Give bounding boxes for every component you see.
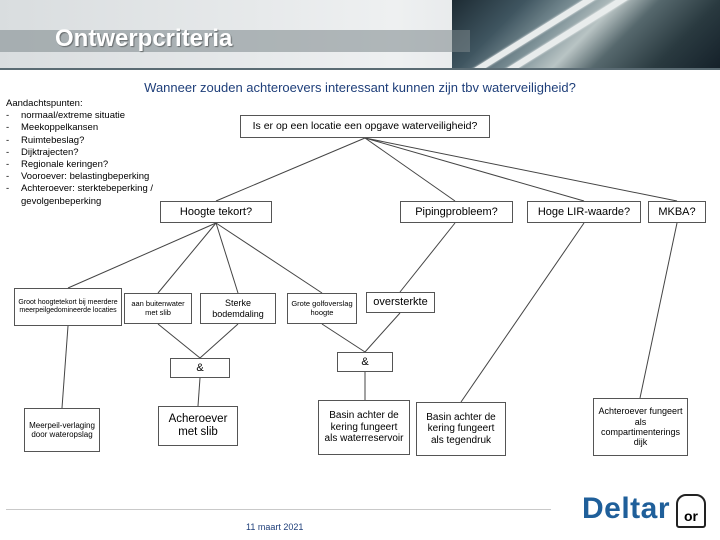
attention-item: -Regionale keringen? — [6, 159, 109, 171]
deltares-logo: Deltar — [582, 492, 671, 525]
connector — [197, 377, 201, 407]
node-mkba: MKBA? — [648, 201, 706, 223]
connector — [639, 222, 678, 399]
node-lir: Hoge LIR-waarde? — [527, 201, 641, 223]
attention-item: -Ruimtebeslag? — [6, 134, 85, 146]
node-meerpeilverlaging: Meerpeil-verlaging door wateropslag — [24, 408, 100, 452]
node-oversterkte: oversterkte — [366, 292, 435, 313]
header-photo — [452, 0, 720, 68]
connector — [364, 312, 401, 353]
attention-heading: Aandachtspunten: — [6, 98, 83, 109]
connector — [215, 222, 239, 294]
footer-date: 11 maart 2021 — [246, 522, 304, 532]
connector — [399, 222, 456, 293]
node-basin-tegendruk: Basin achter de kering fungeert als tege… — [416, 402, 506, 456]
slide-subtitle: Wanneer zouden achteroevers interessant … — [144, 80, 576, 95]
node-acheroever-slib: Acheroever met slib — [158, 406, 238, 446]
connector — [460, 222, 585, 403]
connector — [61, 325, 69, 409]
node-aan-buitenwater: aan buitenwater met slib — [124, 293, 192, 324]
node-piping: Pipingprobleem? — [400, 201, 513, 223]
node-compartimentering: Achteroever fungeert als compartimenteri… — [593, 398, 688, 456]
node-and-left: & — [170, 358, 230, 378]
footer-divider — [6, 509, 551, 510]
node-hoogte-tekort: Hoogte tekort? — [160, 201, 272, 223]
connector — [364, 137, 585, 202]
attention-points: Aandachtspunten: -normaal/extreme situat… — [6, 98, 174, 208]
connector — [157, 222, 217, 294]
node-groot-hoogtetekort: Groot hoogtetekort bij meerdere meerpeil… — [14, 288, 122, 326]
connector — [215, 137, 366, 202]
connector — [321, 323, 366, 353]
connector — [157, 323, 201, 359]
attention-item: -normaal/extreme situatie — [6, 110, 126, 122]
attention-item: -Achteroever: sterktebeperking / — [6, 183, 154, 195]
node-and-right: & — [337, 352, 393, 372]
slide-title: Ontwerpcriteria — [55, 25, 233, 52]
connector — [199, 323, 239, 359]
deltares-logo-mark: or — [676, 494, 706, 528]
node-sterke-bodemdaling: Sterke bodemdaling — [200, 293, 276, 324]
header-divider — [0, 68, 720, 70]
attention-item: -Meekoppelkansen — [6, 122, 99, 134]
node-grote-golfoverslag: Grote golfoverslag hoogte — [287, 293, 357, 324]
connector — [364, 137, 456, 202]
connector — [67, 222, 217, 289]
connector — [215, 222, 323, 294]
header-banner: Ontwerpcriteria — [0, 0, 720, 68]
attention-item: -Vooroever: belastingbeperking — [6, 171, 150, 183]
title-bar — [0, 30, 470, 52]
attention-item: -Dijktrajecten? — [6, 146, 79, 158]
node-root-question: Is er op een locatie een opgave watervei… — [240, 115, 490, 138]
attention-item-continuation: gevolgenbeperking — [21, 195, 102, 207]
connector — [364, 137, 678, 202]
node-basin-waterreservoir: Basin achter de kering fungeert als wate… — [318, 400, 410, 455]
